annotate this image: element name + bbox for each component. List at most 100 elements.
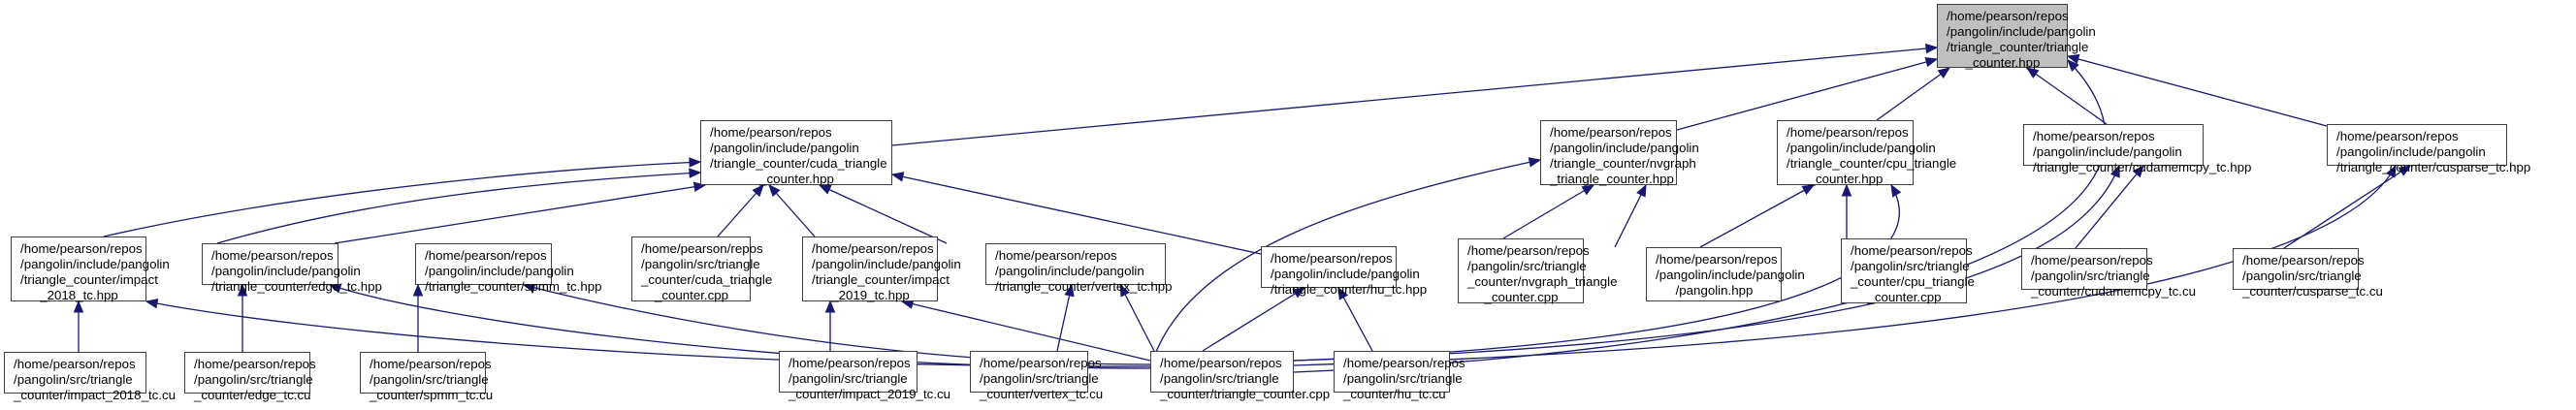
arrowhead-icon bbox=[1119, 283, 1130, 298]
graph-node-impact2018-hpp[interactable]: /home/pearson/repos/pangolin/include/pan… bbox=[11, 237, 170, 302]
graph-node-impact2019-hpp[interactable]: /home/pearson/repos/pangolin/include/pan… bbox=[802, 237, 961, 302]
arrowhead-icon bbox=[1337, 286, 1349, 300]
node-label-line: /home/pearson/repos bbox=[211, 248, 334, 263]
node-label-line: /pangolin/src/triangle bbox=[1467, 259, 1587, 273]
node-label-line: /home/pearson/repos bbox=[1271, 251, 1393, 266]
graph-node-spmm-hpp[interactable]: /home/pearson/repos/pangolin/include/pan… bbox=[415, 243, 602, 294]
node-label-line: /home/pearson/repos bbox=[1656, 252, 1778, 267]
node-label-line: /pangolin/include/pangolin bbox=[2033, 144, 2182, 159]
graph-node-hu-cu[interactable]: /home/pearson/repos/pangolin/src/triangl… bbox=[1334, 351, 1465, 401]
node-label-line: _counter/cusparse_tc.cu bbox=[2242, 284, 2383, 299]
edge-edge_cu-to-edge_hpp bbox=[237, 283, 248, 352]
arrowhead-icon bbox=[1937, 67, 1951, 79]
node-label-line: _counter.cpp bbox=[1867, 290, 1942, 304]
arrowhead-icon bbox=[818, 184, 832, 195]
node-label-line: /triangle_counter/impact bbox=[812, 272, 950, 287]
edge-line bbox=[768, 184, 816, 237]
graph-node-cusparse-hpp[interactable]: /home/pearson/repos/pangolin/include/pan… bbox=[2327, 124, 2530, 174]
node-label-line: /home/pearson/repos bbox=[425, 248, 547, 263]
arrowhead-icon bbox=[2025, 67, 2040, 79]
node-label-line: /home/pearson/repos bbox=[1851, 243, 1973, 258]
graph-node-nvgraph-cpp[interactable]: /home/pearson/repos/pangolin/src/triangl… bbox=[1458, 238, 1618, 304]
graph-node-vertex-hpp[interactable]: /home/pearson/repos/pangolin/include/pan… bbox=[985, 243, 1173, 294]
node-label-line: /pangolin/src/triangle bbox=[370, 372, 489, 387]
graph-node-hu-hpp[interactable]: /home/pearson/repos/pangolin/include/pan… bbox=[1261, 246, 1427, 297]
arrowhead-icon bbox=[890, 172, 905, 182]
edge-line bbox=[334, 184, 706, 244]
node-label-line: /pangolin/include/pangolin bbox=[1656, 268, 1805, 282]
graph-node-cpu-cpp[interactable]: /home/pearson/repos/pangolin/src/triangl… bbox=[1841, 238, 1975, 304]
edge-line bbox=[1202, 287, 1305, 352]
graph-node-spmm-cu[interactable]: /home/pearson/repos/pangolin/src/triangl… bbox=[360, 352, 493, 402]
node-label-line: /home/pearson/repos bbox=[1467, 243, 1590, 258]
node-label-line: /triangle_counter/triangle bbox=[1947, 40, 2089, 54]
graph-node-nvgraph-hpp[interactable]: /home/pearson/repos/pangolin/include/pan… bbox=[1540, 120, 1699, 186]
node-label-line: /pangolin/src/triangle bbox=[194, 372, 313, 387]
arrowhead-icon bbox=[2066, 53, 2080, 65]
arrowhead-icon bbox=[1581, 184, 1595, 196]
node-label-line: /home/pearson/repos bbox=[641, 241, 763, 256]
arrowhead-icon bbox=[237, 283, 248, 297]
edge-cuda_tc_hpp-to-root bbox=[891, 43, 1939, 146]
graph-node-edge-cu[interactable]: /home/pearson/repos/pangolin/src/triangl… bbox=[184, 352, 316, 402]
node-label-line: /triangle_counter/cusparse_tc.hpp bbox=[2336, 160, 2531, 174]
node-label-line: /pangolin/src/triangle bbox=[789, 371, 908, 386]
arrowhead-icon bbox=[768, 184, 781, 198]
edge-line bbox=[1056, 284, 1073, 352]
edge-spmm_hpp-to-cuda_tc_hpp bbox=[334, 181, 707, 244]
node-label-line: _counter/cuda_triangle bbox=[641, 272, 773, 287]
graph-node-cusparse-cu[interactable]: /home/pearson/repos/pangolin/src/triangl… bbox=[2233, 248, 2383, 299]
node-label-line: /pangolin/include/pangolin bbox=[812, 257, 961, 271]
edge-line bbox=[1119, 284, 1155, 352]
arrowhead-icon bbox=[824, 300, 836, 313]
graph-node-vertex-cu[interactable]: /home/pearson/repos/pangolin/src/triangl… bbox=[970, 351, 1103, 401]
arrowhead-icon bbox=[689, 157, 702, 168]
edge-spmm_cu-to-spmm_hpp bbox=[412, 283, 424, 352]
edge-line bbox=[2075, 165, 2144, 249]
node-label-line: _counter.cpp bbox=[1484, 290, 1559, 304]
node-label-line: /pangolin/include/pangolin bbox=[1271, 267, 1420, 281]
node-label-line: /home/pearson/repos bbox=[2242, 253, 2365, 268]
arrowhead-icon bbox=[2398, 165, 2412, 176]
edge-line bbox=[819, 184, 948, 244]
node-label-line: _counter/edge_tc.cu bbox=[194, 388, 311, 402]
node-label-line: /triangle_counter/hu_tc.hpp bbox=[1271, 282, 1428, 297]
edge-tc_cpp-to-impact2018_hpp bbox=[145, 299, 1151, 367]
graph-node-impact2018-cu[interactable]: /home/pearson/repos/pangolin/src/triangl… bbox=[4, 352, 176, 402]
arrowhead-icon bbox=[1528, 157, 1542, 168]
graph-node-cudamemcpy-hpp[interactable]: /home/pearson/repos/pangolin/include/pan… bbox=[2023, 124, 2251, 174]
edge-line bbox=[1876, 67, 1950, 121]
arrowhead-icon bbox=[412, 283, 424, 297]
graph-node-cpu-hpp[interactable]: /home/pearson/repos/pangolin/include/pan… bbox=[1777, 120, 1956, 186]
edge-edge_hpp-to-cuda_tc_hpp bbox=[216, 168, 702, 244]
arrowhead-icon bbox=[1801, 184, 1816, 196]
edge-cuda_cpp-to-cuda_tc_hpp bbox=[717, 184, 764, 237]
node-label-line: /home/pearson/repos bbox=[14, 357, 136, 371]
node-label-line: _counter/nvgraph_triangle bbox=[1467, 274, 1618, 289]
graph-node-cuda-cpp[interactable]: /home/pearson/repos/pangolin/src/triangl… bbox=[631, 237, 773, 302]
edge-pangolin_hpp-to-nvgraph_hpp bbox=[1614, 183, 1647, 248]
graph-node-edge-hpp[interactable]: /home/pearson/repos/pangolin/include/pan… bbox=[202, 243, 382, 294]
node-label-line: _counter/triangle_counter.cpp bbox=[1160, 387, 1331, 401]
node-label-line: /pangolin/include/pangolin bbox=[1947, 24, 2096, 39]
edge-hu_cu-to-hu_hpp bbox=[1337, 286, 1373, 352]
graph-node-cudamemcpy-cu[interactable]: /home/pearson/repos/pangolin/src/triangl… bbox=[2021, 248, 2196, 299]
graph-node-impact2019-cu[interactable]: /home/pearson/repos/pangolin/src/triangl… bbox=[779, 351, 950, 401]
graph-node-tc-cpp[interactable]: /home/pearson/repos/pangolin/src/triangl… bbox=[1150, 351, 1330, 401]
edge-tc_cpp-to-vertex_hpp bbox=[1119, 283, 1155, 352]
edge-tc_cpp-to-cpu_hpp bbox=[1293, 183, 1902, 362]
edge-line bbox=[1614, 184, 1647, 248]
graph-node-pangolin-hpp[interactable]: /home/pearson/repos/pangolin/include/pan… bbox=[1646, 247, 1805, 301]
node-label-line: /home/pearson/repos bbox=[370, 357, 492, 371]
node-label-line: /home/pearson/repos bbox=[20, 241, 143, 256]
node-label-line: /home/pearson/repos bbox=[2033, 129, 2155, 143]
node-label-line: _counter.cpp bbox=[654, 288, 729, 302]
graph-node-cuda-tc-hpp[interactable]: /home/pearson/repos/pangolin/include/pan… bbox=[700, 120, 892, 186]
node-label-line: /triangle_counter/cudamemcpy_tc.hpp bbox=[2033, 160, 2252, 174]
node-label-line: _counter.hpp bbox=[1808, 172, 1884, 186]
node-label-line: /home/pearson/repos bbox=[995, 248, 1117, 263]
node-label-line: _counter/impact_2019_tc.cu bbox=[789, 387, 951, 401]
node-label-line: _counter/cpu_triangle bbox=[1851, 274, 1975, 289]
node-label-line: /pangolin/src/triangle bbox=[1160, 371, 1279, 386]
arrowhead-icon bbox=[73, 300, 84, 313]
